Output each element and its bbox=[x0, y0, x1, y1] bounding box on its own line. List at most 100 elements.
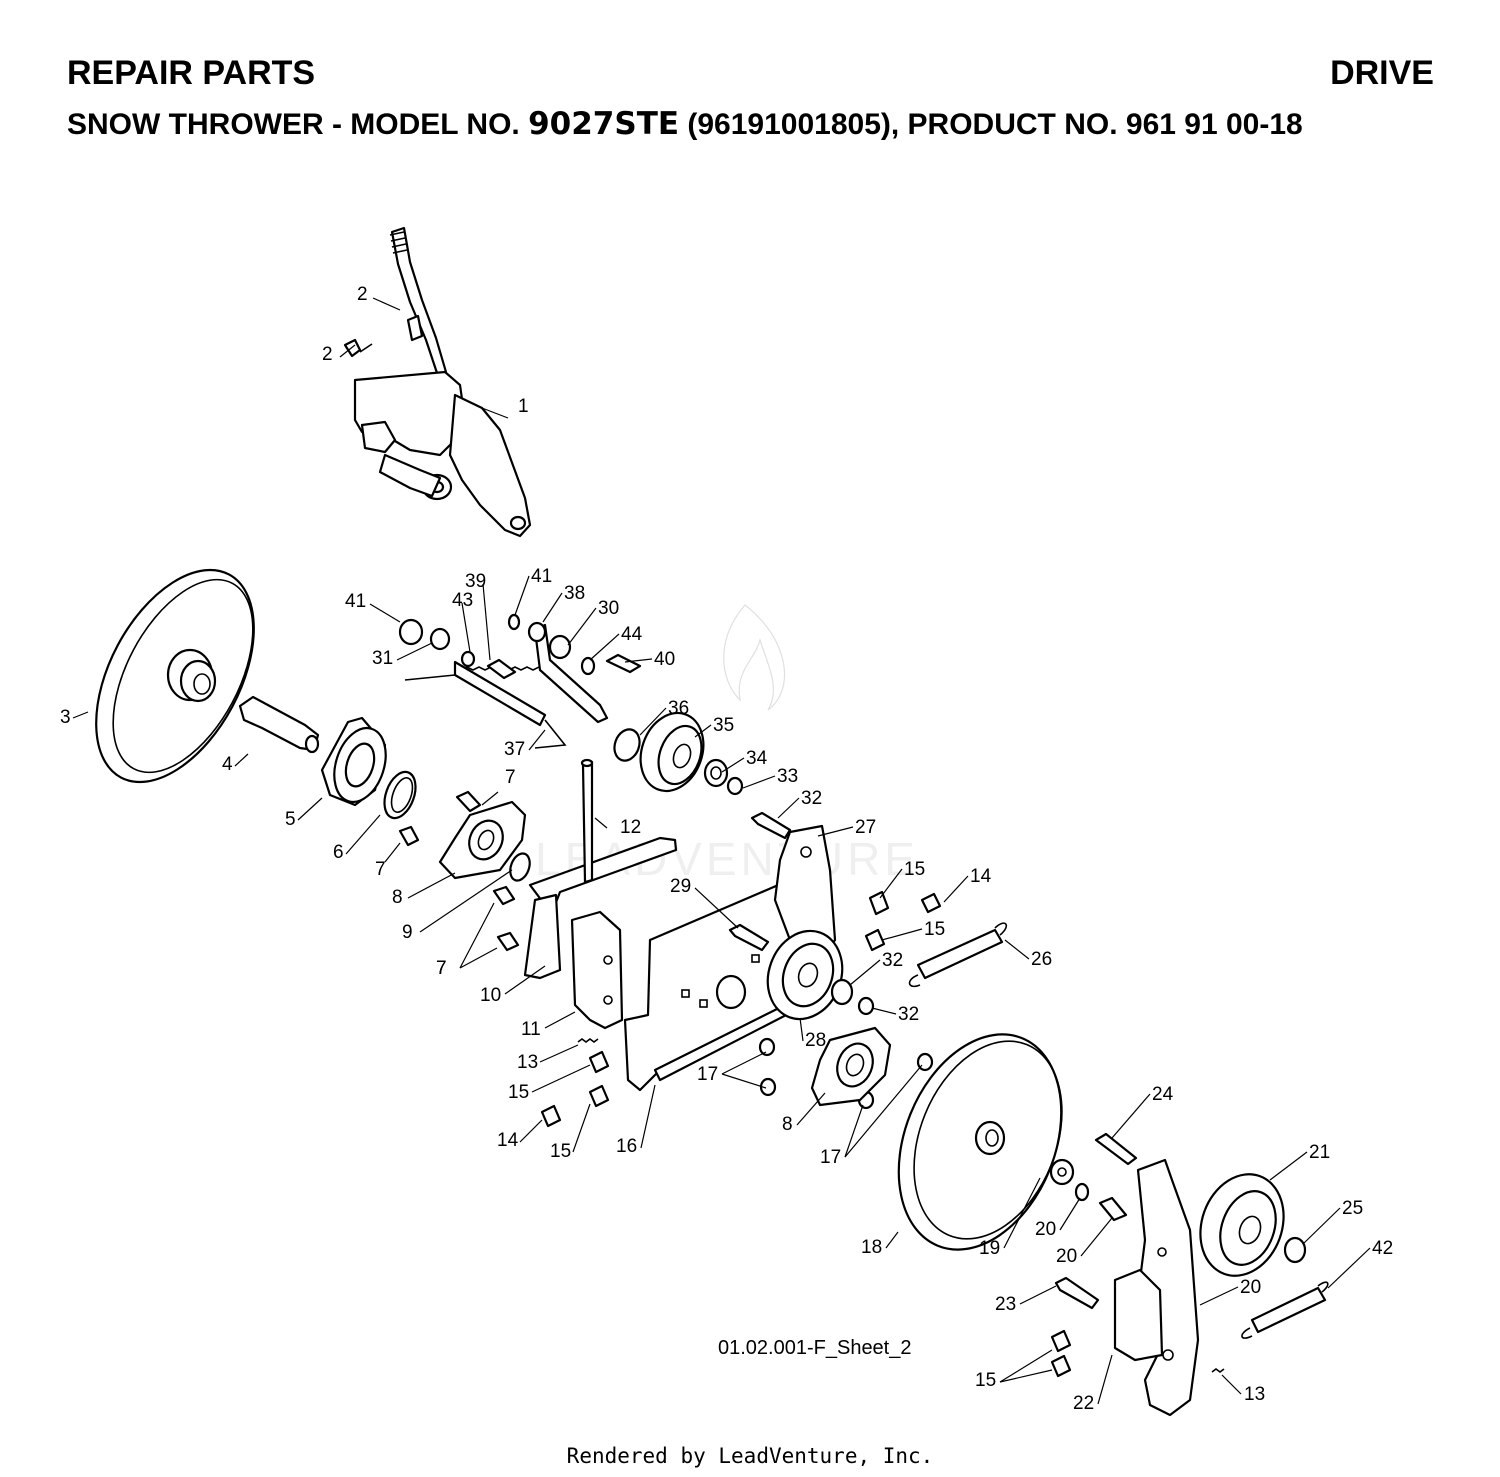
part-3-friction-disc bbox=[95, 568, 255, 784]
callout-44: 44 bbox=[589, 624, 643, 661]
callout-leader-line bbox=[796, 1092, 826, 1126]
callout-leader-line bbox=[72, 711, 89, 719]
callout-39: 39 bbox=[465, 571, 491, 661]
callout-30: 30 bbox=[567, 598, 619, 646]
callout-number: 20 bbox=[1240, 1277, 1261, 1298]
callout-2: 2 bbox=[322, 344, 356, 365]
callout-28: 28 bbox=[799, 1017, 826, 1051]
callout-leader-line bbox=[339, 344, 356, 358]
callout-leader-line bbox=[1269, 1151, 1308, 1181]
callout-number: 1 bbox=[518, 396, 529, 417]
callout-leader-line bbox=[999, 1369, 1053, 1383]
callout-leader-line bbox=[943, 875, 969, 903]
callout-leader-line bbox=[459, 947, 498, 969]
callout-leader-line bbox=[1003, 1177, 1041, 1249]
callout-leader-line bbox=[871, 1007, 897, 1015]
subtitle-prefix: SNOW THROWER - MODEL NO. bbox=[67, 108, 529, 141]
callout-number: 31 bbox=[372, 648, 393, 669]
callout-15: 15 bbox=[550, 1103, 591, 1162]
callout-number: 16 bbox=[616, 1136, 637, 1157]
callout-number: 29 bbox=[670, 876, 691, 897]
callout-leader-line bbox=[481, 407, 509, 419]
callout-41: 41 bbox=[345, 591, 401, 623]
callout-leader-line bbox=[1221, 1374, 1242, 1395]
part-8-flange-bearing bbox=[438, 800, 527, 880]
callout-number: 26 bbox=[1031, 949, 1052, 970]
callout-number: 15 bbox=[924, 919, 945, 940]
callout-number: 36 bbox=[668, 698, 689, 719]
part-9-seal bbox=[509, 852, 531, 882]
callout-number: 35 bbox=[713, 715, 734, 736]
callout-32: 32 bbox=[871, 1004, 919, 1025]
part-10-11-12-brackets bbox=[523, 758, 678, 1030]
callout-14: 14 bbox=[943, 866, 992, 903]
callout-leader-line bbox=[407, 872, 456, 899]
callout-number: 15 bbox=[550, 1141, 571, 1162]
callout-number: 42 bbox=[1372, 1238, 1393, 1259]
callout-7: 7 bbox=[436, 947, 498, 979]
subtitle-suffix: (96191001805), PRODUCT NO. 961 91 00-18 bbox=[679, 108, 1303, 141]
callout-6: 6 bbox=[333, 814, 381, 863]
callout-number: 20 bbox=[1056, 1246, 1077, 1267]
callout-33: 33 bbox=[742, 766, 798, 789]
callout-number: 41 bbox=[345, 591, 366, 612]
callout-40: 40 bbox=[624, 649, 675, 670]
callout-leader-line bbox=[844, 1064, 923, 1158]
callout-number: 32 bbox=[882, 950, 903, 971]
callout-16: 16 bbox=[616, 1084, 656, 1157]
part-7-bolts bbox=[398, 790, 520, 952]
callout-leader-line bbox=[345, 814, 381, 855]
part-34-31-bolts bbox=[728, 811, 792, 952]
callout-leader-line bbox=[721, 1051, 767, 1075]
callout-leader-line bbox=[1302, 1207, 1341, 1245]
callout-leader-line bbox=[721, 1073, 767, 1089]
callout-number: 7 bbox=[375, 859, 386, 880]
model-subtitle: SNOW THROWER - MODEL NO. 9027STE (961910… bbox=[67, 106, 1303, 142]
callout-number: 38 bbox=[564, 583, 585, 604]
callout-leader-line bbox=[1111, 1093, 1151, 1139]
callout-number: 15 bbox=[508, 1082, 529, 1103]
part-17-nuts bbox=[758, 1037, 934, 1110]
callout-number: 37 bbox=[504, 739, 525, 760]
part-44-spring bbox=[1241, 1281, 1329, 1339]
part-22-24-bracket bbox=[1113, 1158, 1200, 1417]
callout-number: 15 bbox=[975, 1370, 996, 1391]
part-5-bearing-housing bbox=[320, 716, 387, 807]
callout-leader-line bbox=[482, 583, 491, 661]
callout-number: 23 bbox=[995, 1294, 1016, 1315]
part-40-rod bbox=[527, 621, 609, 724]
callout-number: 2 bbox=[357, 284, 368, 305]
callout-19: 19 bbox=[979, 1177, 1041, 1259]
callout-leader-line bbox=[817, 826, 854, 837]
part-23-idler-pulley bbox=[1199, 1173, 1285, 1277]
part-35-36-washers bbox=[703, 758, 744, 796]
callout-number: 2 bbox=[322, 344, 333, 365]
callout-number: 9 bbox=[402, 922, 413, 943]
callout-leader-line bbox=[694, 724, 712, 738]
callout-32: 32 bbox=[849, 950, 903, 986]
callout-leader-line bbox=[1199, 1286, 1239, 1306]
callout-leader-line bbox=[1327, 1247, 1371, 1289]
callout-number: 41 bbox=[531, 566, 552, 587]
callout-29: 29 bbox=[670, 876, 739, 929]
callout-number: 32 bbox=[898, 1004, 919, 1025]
callout-20: 20 bbox=[1199, 1277, 1261, 1306]
callout-number: 8 bbox=[782, 1114, 793, 1135]
callout-35: 35 bbox=[694, 715, 734, 738]
callout-20: 20 bbox=[1056, 1217, 1113, 1267]
callout-number: 11 bbox=[521, 1019, 541, 1040]
callout-leader-line bbox=[799, 1017, 804, 1042]
section-title: DRIVE bbox=[1330, 54, 1434, 92]
part-25-27-hardware bbox=[1054, 1236, 1307, 1310]
part-19-20-21-26-hardware bbox=[1049, 1132, 1138, 1222]
callout-leader-line bbox=[544, 1011, 576, 1029]
callout-number: 22 bbox=[1073, 1393, 1094, 1414]
callout-13: 13 bbox=[1221, 1374, 1265, 1405]
callout-leader-line bbox=[742, 775, 776, 789]
callout-leader-line bbox=[234, 753, 249, 767]
callout-leader-line bbox=[624, 658, 653, 663]
callout-34: 34 bbox=[721, 748, 768, 773]
callout-41: 41 bbox=[514, 566, 552, 616]
callout-leader-line bbox=[881, 928, 923, 941]
callout-number: 10 bbox=[480, 985, 501, 1006]
